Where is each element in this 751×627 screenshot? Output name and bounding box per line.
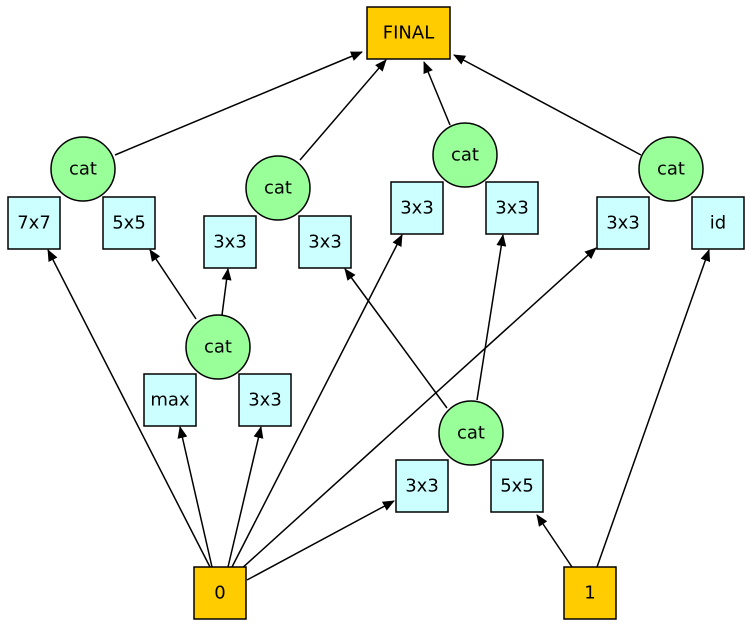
cat-label: cat — [264, 178, 292, 199]
node-op-max: max — [143, 373, 197, 427]
edge-cat1-final — [114, 51, 363, 156]
op-box — [390, 181, 444, 235]
cat-circle — [432, 122, 498, 188]
final-box — [366, 6, 451, 60]
op-box — [102, 196, 156, 250]
node-input-0: 0 — [193, 566, 247, 620]
op-box — [691, 196, 745, 250]
op-box — [490, 459, 544, 513]
input-box — [193, 566, 247, 620]
node-op-3x3-c: 3x3 — [390, 181, 444, 235]
cat-label: cat — [451, 145, 479, 166]
edge-in0-3x3-far — [239, 247, 597, 571]
op-label: id — [710, 213, 726, 234]
cat-label: cat — [69, 159, 97, 180]
cat-circle — [50, 136, 116, 202]
edge-in0-3x3-low — [246, 500, 395, 581]
node-cat-5: cat — [185, 314, 251, 380]
node-input-1: 1 — [563, 566, 617, 620]
node-cat-1: cat — [50, 136, 116, 202]
op-label: 3x3 — [400, 198, 434, 219]
node-op-3x3-a: 3x3 — [203, 215, 257, 269]
cat-circle — [245, 155, 311, 221]
edge-in1-5x5 — [536, 514, 573, 568]
op-label: 3x3 — [213, 232, 247, 253]
cat-circle — [638, 136, 704, 202]
final-label: FINAL — [383, 23, 434, 44]
op-label: 3x3 — [405, 476, 439, 497]
edge-in0-max — [177, 426, 213, 568]
input-label: 1 — [584, 583, 595, 604]
node-op-3x3-g: 3x3 — [395, 459, 449, 513]
node-op-3x3-d: 3x3 — [485, 181, 539, 235]
node-cat-3: cat — [432, 122, 498, 188]
node-cat-6: cat — [438, 400, 504, 466]
cat-label: cat — [657, 159, 685, 180]
edges — [47, 51, 711, 581]
edge-cat5-3x3 — [221, 268, 232, 316]
edge-cat3-final — [423, 61, 451, 126]
node-op-5x5-a: 5x5 — [102, 196, 156, 250]
op-box — [143, 373, 197, 427]
edge-cat4-final — [453, 54, 642, 156]
op-box — [238, 373, 292, 427]
edge-cat5-5x5 — [149, 249, 197, 320]
op-box — [298, 215, 352, 269]
op-box — [596, 196, 650, 250]
op-box — [203, 215, 257, 269]
input-box — [563, 566, 617, 620]
node-final: FINAL — [366, 6, 451, 60]
edge-in0-3x3-top — [231, 234, 403, 568]
op-box — [485, 181, 539, 235]
op-box — [395, 459, 449, 513]
op-label: 3x3 — [248, 390, 282, 411]
op-label: 3x3 — [606, 213, 640, 234]
node-op-id: id — [691, 196, 745, 250]
node-op-3x3-b: 3x3 — [298, 215, 352, 269]
edge-in1-id — [596, 249, 711, 568]
op-box — [7, 196, 61, 250]
edge-in0-7x7 — [47, 249, 211, 568]
node-op-3x3-f: 3x3 — [238, 373, 292, 427]
edge-cat6-3x3-mid — [344, 268, 448, 409]
cat-label: cat — [457, 423, 485, 444]
node-cat-4: cat — [638, 136, 704, 202]
cat-circle — [438, 400, 504, 466]
op-label: max — [150, 390, 190, 411]
node-op-5x5-b: 5x5 — [490, 459, 544, 513]
edge-in0-3x3-right — [227, 426, 264, 568]
op-label: 5x5 — [112, 213, 146, 234]
op-label: 3x3 — [308, 232, 342, 253]
node-cat-2: cat — [245, 155, 311, 221]
op-label: 7x7 — [17, 213, 51, 234]
node-op-3x3-e: 3x3 — [596, 196, 650, 250]
input-label: 0 — [214, 583, 225, 604]
edge-cat6-3x3-top — [476, 234, 507, 401]
edge-cat2-final — [299, 59, 387, 161]
cat-label: cat — [204, 337, 232, 358]
op-label: 5x5 — [500, 476, 534, 497]
node-op-7x7: 7x7 — [7, 196, 61, 250]
op-label: 3x3 — [495, 198, 529, 219]
cat-circle — [185, 314, 251, 380]
